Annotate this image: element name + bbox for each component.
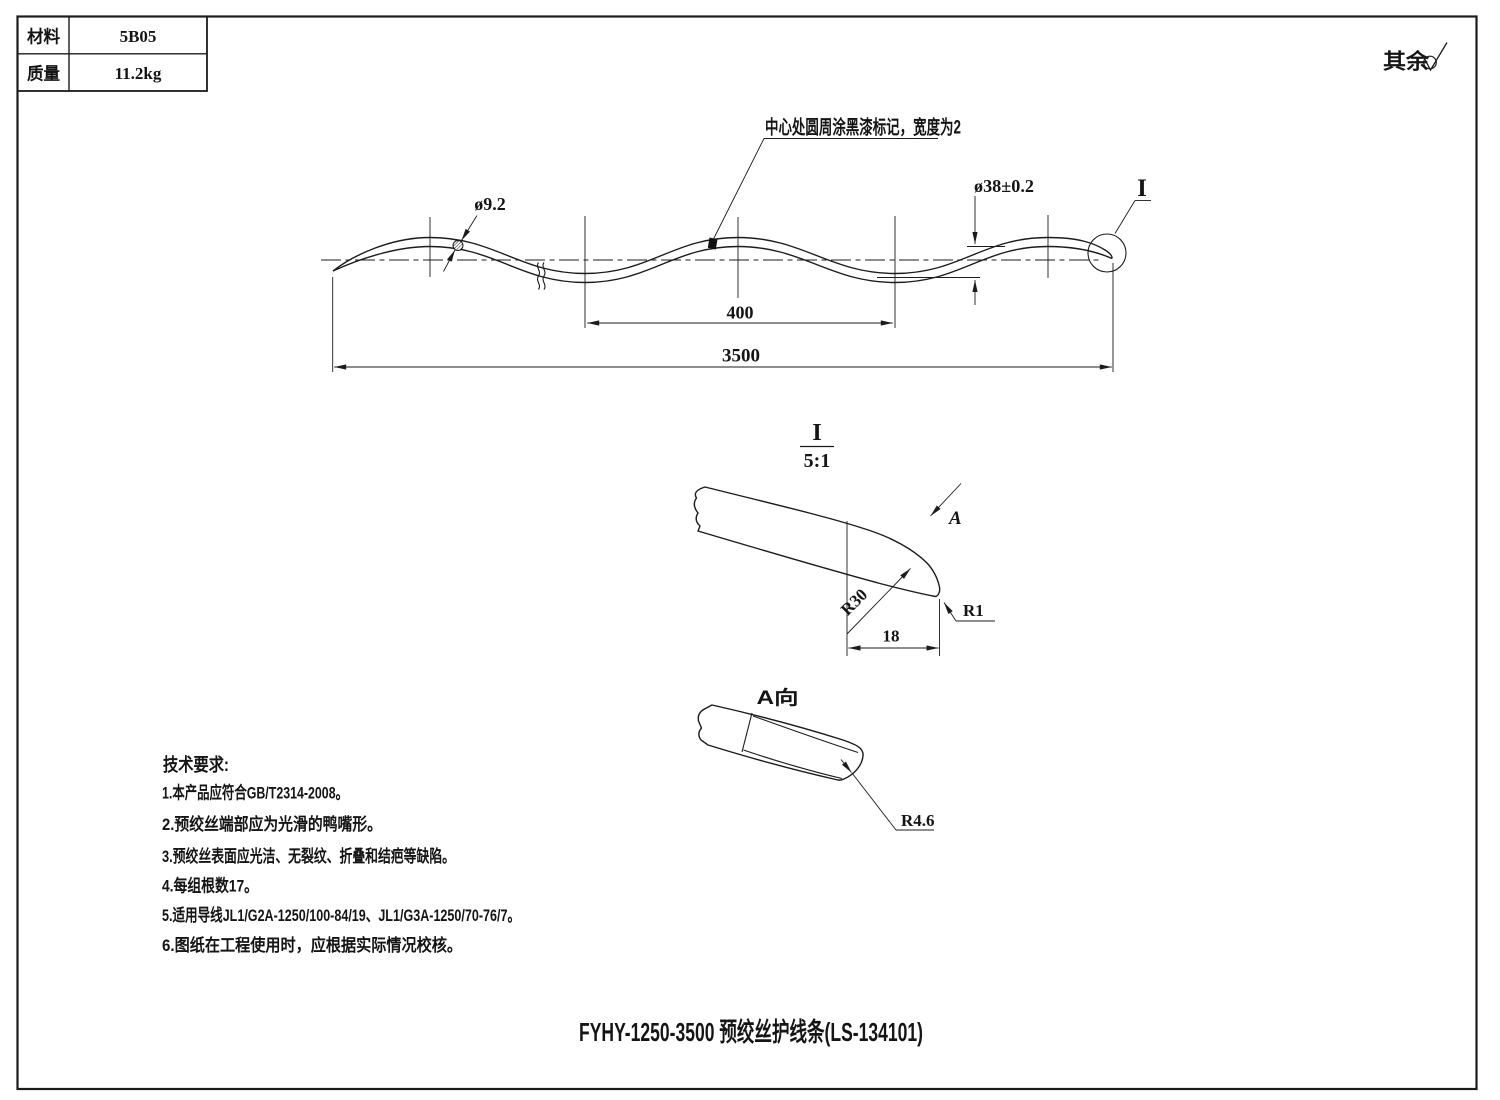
wire-diameter-callout: ø9.2 [443, 194, 506, 272]
paint-mark [707, 237, 718, 250]
view-direction-label: A [948, 508, 962, 529]
a-view-inner-edge-lower [743, 749, 843, 780]
technical-requirements: 技术要求: 1.本产品应符合GB/T2314-2008。 2.预绞丝端部应为光滑… [162, 754, 520, 955]
title-block-table: 材料 5B05 质量 11.2kg [16, 15, 208, 92]
r46-label: R4.6 [901, 811, 935, 830]
surface-finish-note: 其余 [1383, 42, 1448, 74]
tech-req-item: 2.预绞丝端部应为光滑的鸭嘴形。 [162, 814, 382, 834]
detail-marker: I [1087, 175, 1151, 273]
helix-diameter-label: ø38±0.2 [974, 176, 1034, 196]
a-view-inner-edge-upper [752, 715, 859, 754]
detail-view-label: I [812, 420, 821, 446]
mass-value: 11.2kg [115, 64, 162, 83]
break-symbol [536, 262, 546, 290]
a-view-outline [697, 704, 864, 781]
paint-mark-note: 中心处圆周涂黑漆标记，宽度为2 [707, 116, 961, 250]
a-view-label: A向 [757, 686, 799, 709]
detail-view-header: I 5:1 [800, 420, 834, 472]
paint-note-text: 中心处圆周涂黑漆标记，宽度为2 [765, 116, 961, 139]
r1-label: R1 [963, 601, 984, 620]
wire-cross-section [452, 240, 464, 251]
r30-dimension: R30 [837, 568, 911, 635]
detail-view-I: I 5:1 R30 18 R1 A [693, 420, 995, 656]
tech-req-item: 3.预绞丝表面应光洁、无裂纹、折叠和结疤等缺陷。 [162, 846, 455, 866]
tech-req-heading: 技术要求: [163, 754, 229, 775]
a-view-cut-line [741, 712, 753, 753]
pitch-label: 400 [727, 303, 754, 323]
wire-diameter-label: ø9.2 [474, 194, 506, 214]
surface-roughness-check-icon [1422, 42, 1448, 72]
pitch-dimension: 400 [587, 303, 893, 326]
r46-dimension: R4.6 [840, 759, 935, 831]
helical-rod [332, 236, 1113, 284]
r1-dimension: R1 [943, 601, 995, 622]
a-direction-view: A向 R4.6 [697, 686, 935, 831]
main-view: ø9.2 中心处圆周涂黑漆标记，宽度为2 ø38±0.2 400 [321, 116, 1151, 372]
surface-finish-label: 其余 [1383, 50, 1430, 74]
detail-marker-label: I [1137, 175, 1147, 202]
tip-length-label: 18 [883, 627, 900, 646]
drawing-title: FYHY-1250-3500 预绞丝护线条(LS-134101) [579, 1017, 923, 1047]
tech-req-item: 4.每组根数17。 [162, 876, 258, 896]
length-label: 3500 [722, 346, 760, 367]
material-value: 5B05 [120, 27, 157, 46]
tech-req-item: 6.图纸在工程使用时，应根据实际情况校核。 [162, 935, 462, 955]
mass-label: 质量 [27, 64, 60, 84]
helix-diameter-dimension: ø38±0.2 [877, 176, 1034, 305]
border-frame [16, 15, 1478, 1091]
rod-tip-profile [693, 486, 941, 598]
length-dimension: 3500 [332, 263, 1114, 372]
tip-length-dimension: 18 [848, 599, 940, 656]
detail-circle [1087, 233, 1127, 273]
material-label: 材料 [27, 27, 60, 47]
view-direction-arrow: A [930, 483, 962, 529]
tech-req-item: 5.适用导线JL1/G2A-1250/100-84/19、JL1/G3A-125… [162, 905, 520, 925]
detail-view-scale: 5:1 [804, 450, 831, 472]
tech-req-item: 1.本产品应符合GB/T2314-2008。 [162, 783, 348, 803]
